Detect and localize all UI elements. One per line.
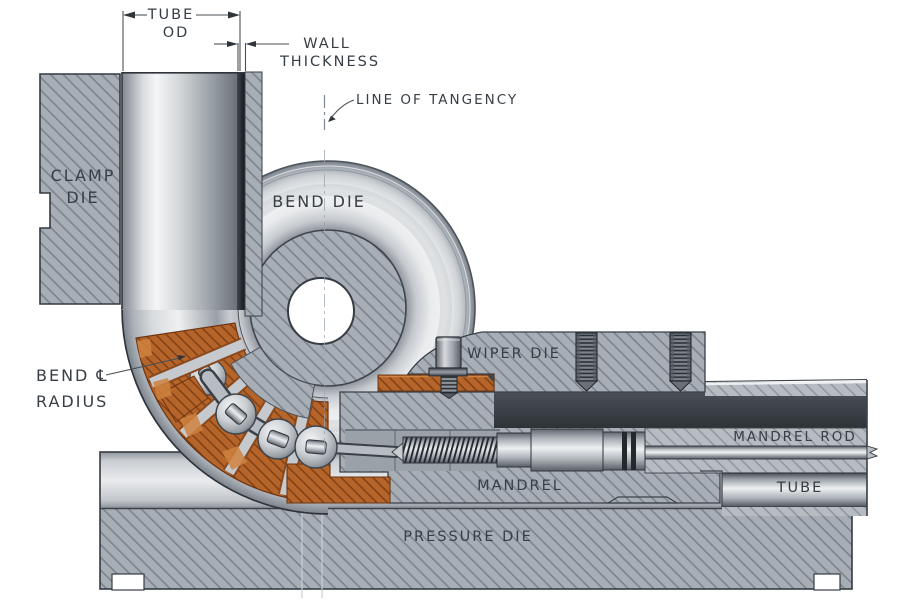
- mandrel-ball: [257, 418, 299, 460]
- tube-exterior-cylinder: [721, 472, 868, 508]
- mandrel-threaded-shank: [403, 437, 497, 463]
- mandrel-rod-shaft: [644, 445, 868, 460]
- mandrel-shank-assembly: [391, 428, 879, 472]
- clamp-die-block: [39, 73, 121, 305]
- bend-die-bore-hole: [287, 277, 355, 345]
- bend-die-clamp-insert: [244, 71, 263, 317]
- pressure-die-notch-left: [111, 573, 145, 591]
- block-bottom-chamfer: [605, 496, 680, 504]
- mandrel-ball-chain: [199, 368, 402, 469]
- mandrel-ball: [294, 425, 338, 469]
- pressure-die-notch-right: [813, 573, 841, 591]
- screw-washer: [428, 367, 468, 377]
- mandrel-rod-sleeve: [644, 427, 868, 448]
- tube-wall-section: [237, 72, 245, 310]
- tube-interior: [494, 378, 868, 428]
- wiper-die-threaded-hole: [574, 332, 599, 392]
- wedge-bevels: [137, 339, 247, 470]
- dimension-annotations: [105, 11, 355, 376]
- wiper-die-block: [406, 331, 706, 393]
- tube-vertical-leg: [122, 72, 237, 310]
- wiper-die-threaded-hole-2: [668, 332, 693, 392]
- mandrel-body-cylinder: [530, 428, 604, 472]
- tube-top-wall: [705, 382, 867, 396]
- screw-cap-head: [435, 336, 462, 369]
- rod-break-symbol: [866, 445, 879, 460]
- mandrel-ball: [215, 393, 257, 435]
- ball-retainer-section: [230, 346, 316, 419]
- tube-bottom-wall-section: [286, 463, 391, 504]
- wiper-die-screw: [428, 336, 468, 399]
- mandrel-collar: [496, 432, 532, 468]
